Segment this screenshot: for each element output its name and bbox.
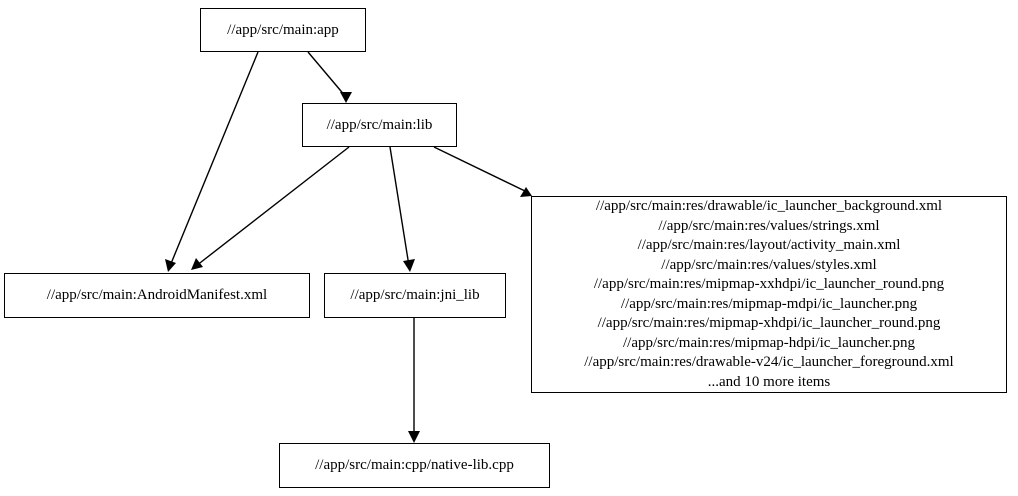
node-app[interactable]: //app/src/main:app — [200, 8, 366, 52]
arrowhead-app-to-lib — [340, 92, 352, 103]
node-native-lib-cpp-label: //app/src/main:cpp/native-lib.cpp — [315, 457, 514, 473]
node-lib[interactable]: //app/src/main:lib — [302, 103, 457, 147]
edge-app-to-manifest — [169, 51, 259, 267]
node-app-label: //app/src/main:app — [227, 21, 339, 38]
node-native-lib-cpp[interactable]: //app/src/main:cpp/native-lib.cpp — [279, 443, 550, 488]
node-android-manifest[interactable]: //app/src/main:AndroidManifest.xml — [4, 273, 310, 318]
edge-lib-to-resources — [433, 146, 528, 193]
edge-lib-to-manifest — [195, 146, 350, 267]
node-lib-label: //app/src/main:lib — [326, 116, 433, 133]
arrowhead-lib-to-manifest — [191, 258, 203, 270]
node-android-manifest-label: //app/src/main:AndroidManifest.xml — [46, 287, 268, 303]
edge-lib-to-jni-lib — [389, 146, 410, 267]
arrowhead-jni-lib-to-native-lib — [408, 431, 420, 443]
node-resources[interactable]: //app/src/main:res/drawable/ic_launcher_… — [531, 196, 1007, 393]
node-jni-lib-label: //app/src/main:jni_lib — [350, 287, 480, 303]
node-resources-label: //app/src/main:res/drawable/ic_launcher_… — [584, 198, 954, 390]
edge-app-to-lib — [307, 51, 347, 98]
node-jni-lib[interactable]: //app/src/main:jni_lib — [324, 273, 506, 318]
arrowhead-app-to-manifest — [165, 259, 176, 272]
arrowhead-lib-to-jni-lib — [403, 259, 415, 272]
